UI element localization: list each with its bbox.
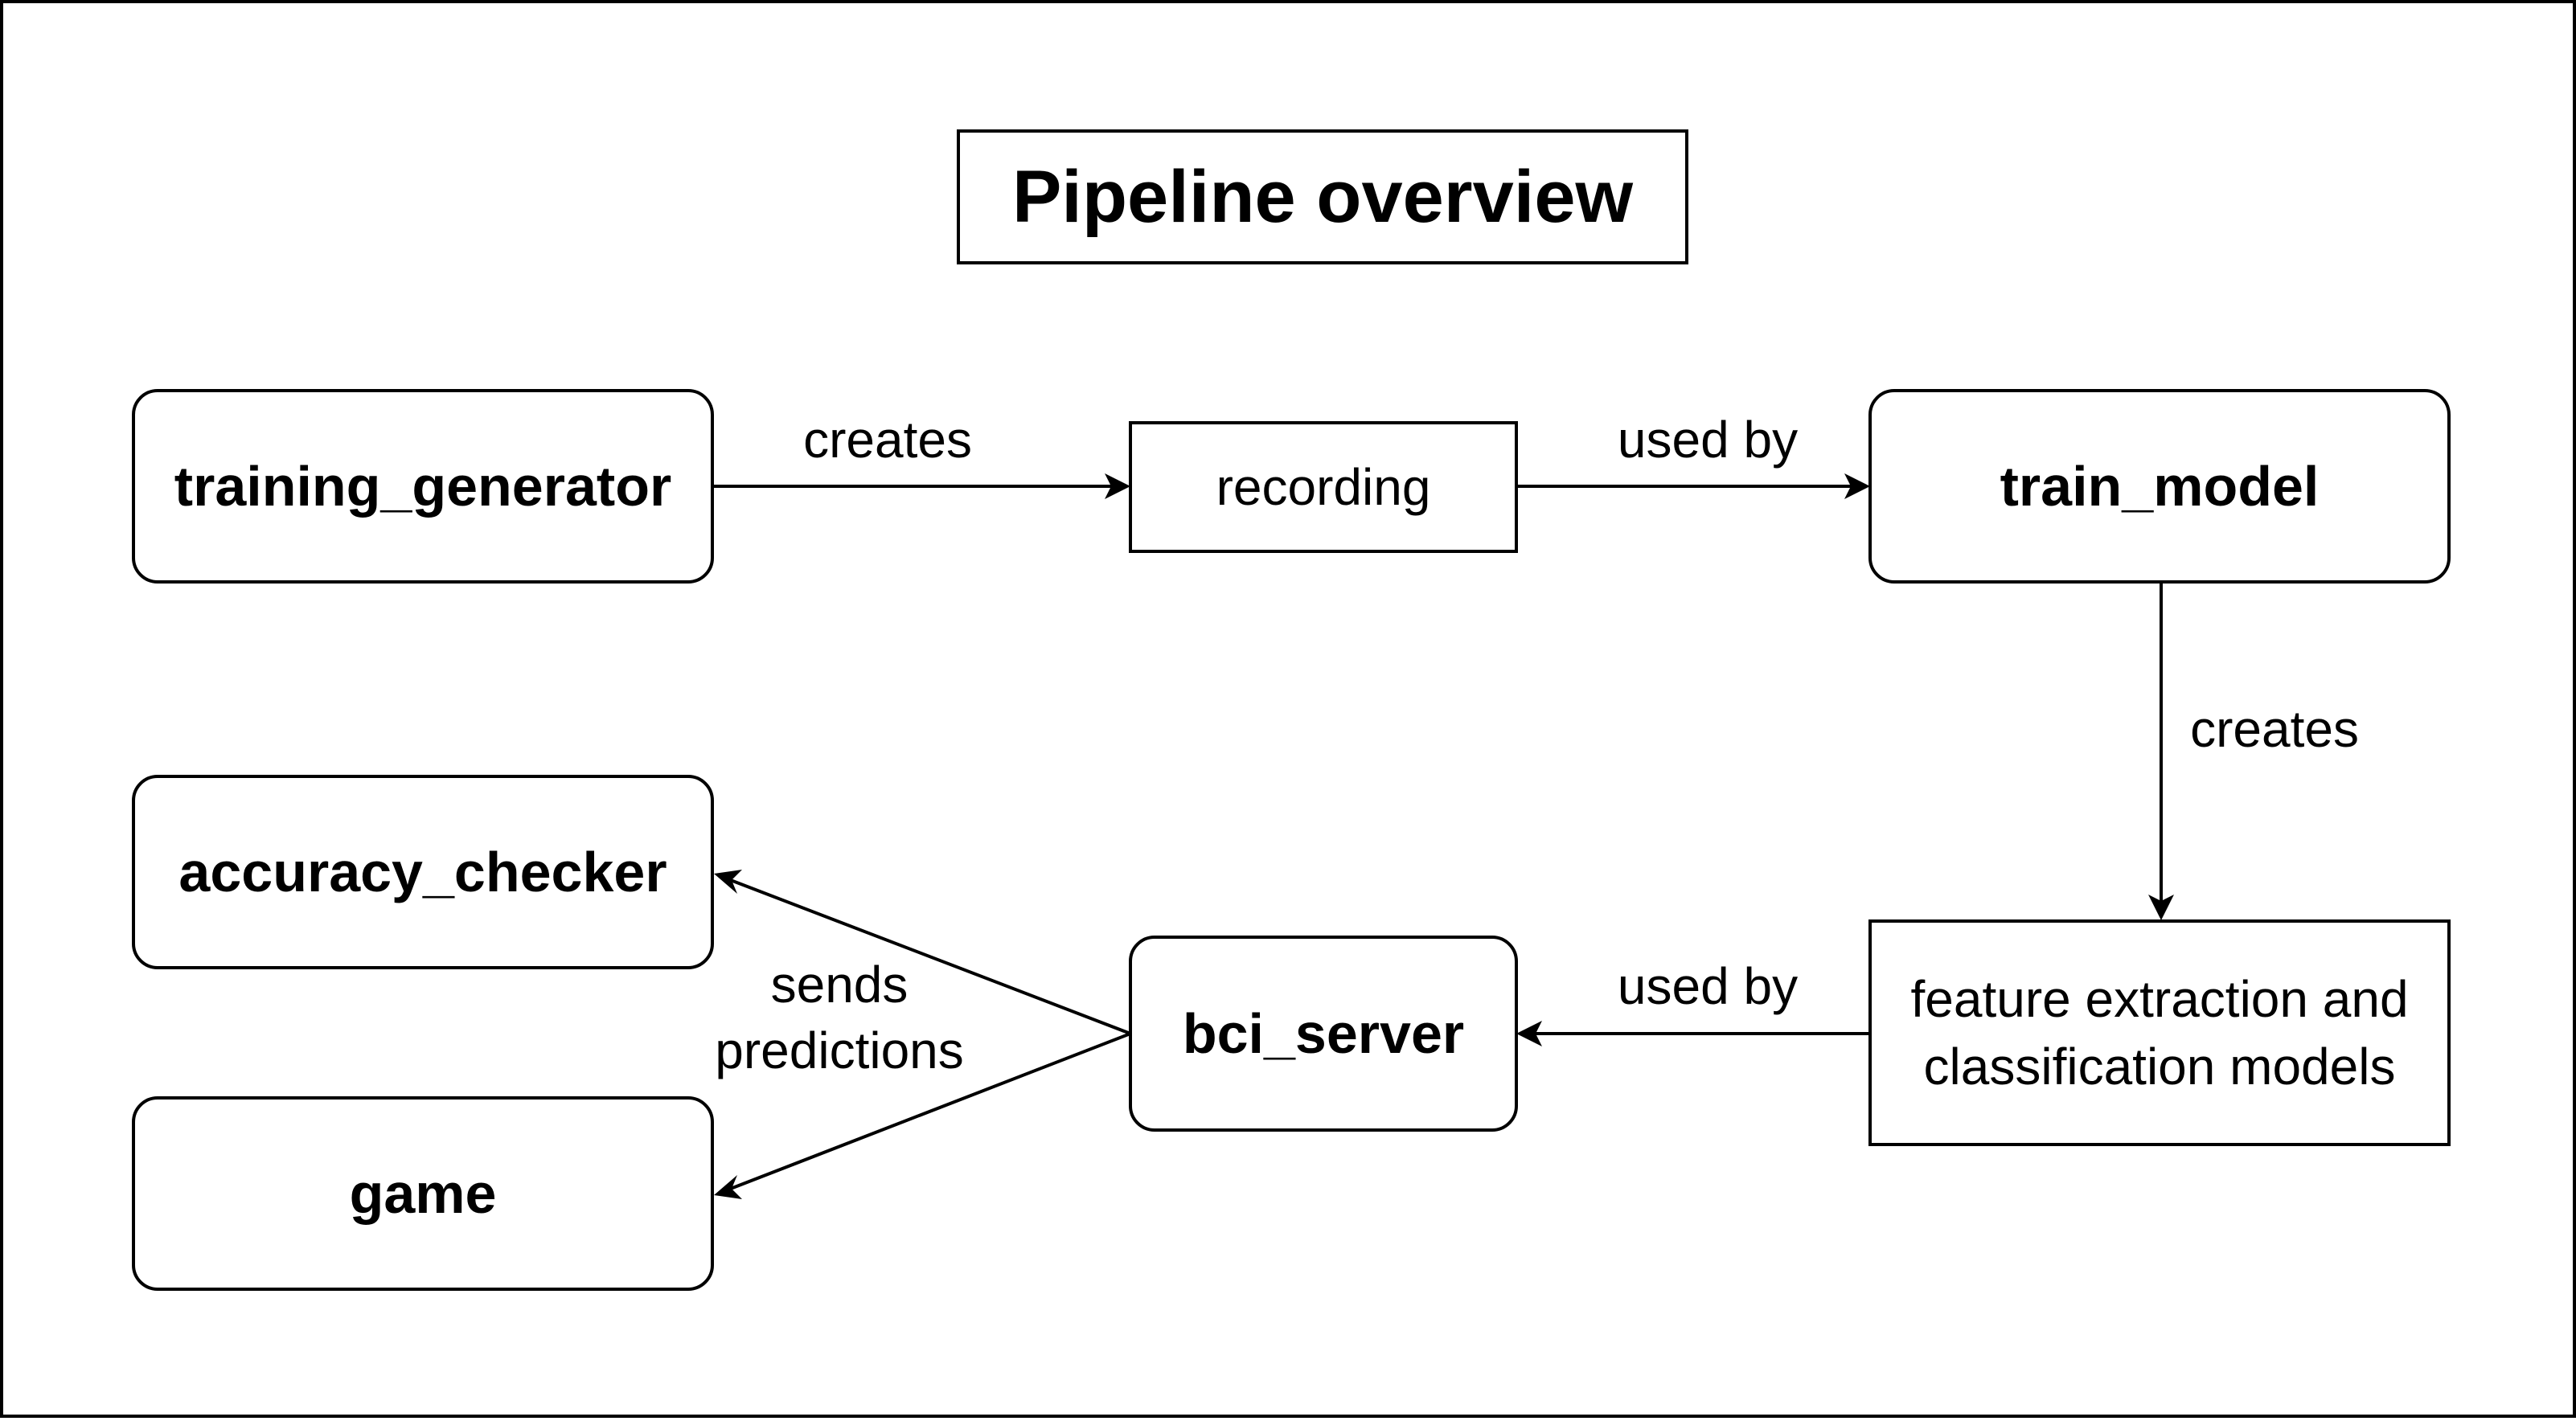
edge-label-creates-recording: creates <box>803 411 972 469</box>
node-training-generator: training_generator <box>132 389 714 584</box>
node-bci-server: bci_server <box>1129 936 1518 1132</box>
edge-label-sends-predictions: sends predictions <box>715 956 964 1079</box>
arrowhead-recording <box>1105 473 1130 499</box>
diagram-title: Pipeline overview <box>957 129 1688 264</box>
edge-label-used-by-bci-server: used by <box>1617 957 1799 1015</box>
node-feature-extraction-classification-models: feature extraction and classification mo… <box>1868 919 2451 1146</box>
arrowhead-game <box>714 1175 742 1199</box>
node-game: game <box>132 1096 714 1291</box>
edge-bci-server-to-game <box>728 1032 1131 1191</box>
arrowhead-train-model <box>1844 473 1870 499</box>
node-train-model: train_model <box>1868 389 2451 584</box>
edges-layer <box>714 473 2174 1199</box>
arrowhead-accuracy-checker <box>714 870 742 894</box>
edge-bci-server-to-accuracy-checker <box>728 878 1131 1035</box>
arrowhead-models <box>2148 895 2174 920</box>
node-recording: recording <box>1129 421 1518 553</box>
arrowhead-bci-server <box>1516 1021 1542 1046</box>
node-accuracy-checker: accuracy_checker <box>132 775 714 969</box>
edge-label-used-by-train-model: used by <box>1617 411 1799 469</box>
edge-label-creates-models: creates <box>2190 700 2359 758</box>
